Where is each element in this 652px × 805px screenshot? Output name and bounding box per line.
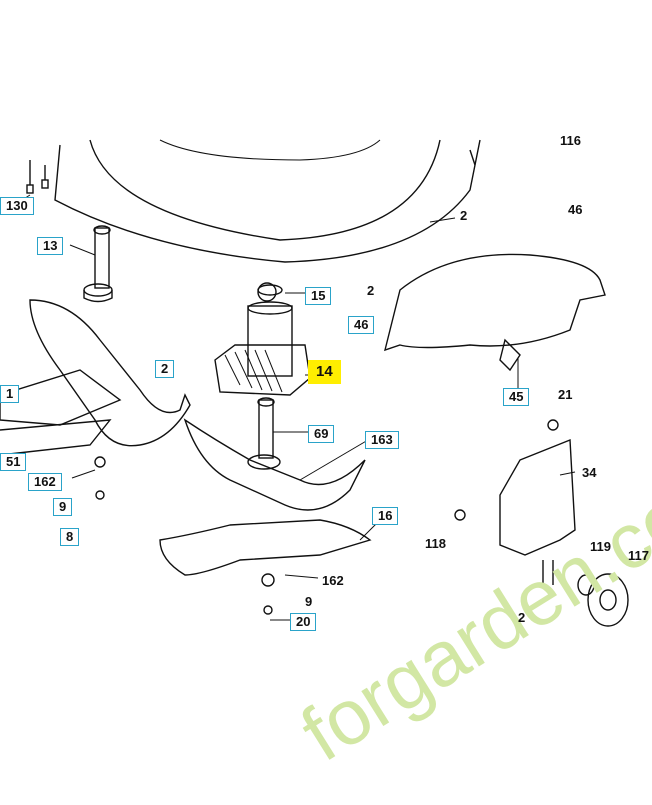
label-8: 8 (60, 528, 80, 546)
gauge-wheel (577, 573, 629, 627)
label-162-left: 162 (28, 473, 62, 491)
label-46-right: 46 (568, 202, 583, 217)
label-21: 21 (558, 387, 573, 402)
bracket (499, 438, 576, 556)
label-118: 118 (425, 536, 446, 551)
label-1: 1 (0, 385, 20, 403)
discharge-deflector (384, 253, 606, 352)
spindle-shaft-left (83, 225, 113, 303)
label-2-left: 2 (155, 360, 175, 378)
label-162-center: 162 (322, 573, 344, 588)
label-20: 20 (290, 613, 317, 631)
bolts-130 (26, 160, 49, 194)
label-9-center: 9 (305, 594, 313, 609)
label-46: 46 (348, 316, 375, 334)
blade-center (183, 418, 366, 511)
label-34: 34 (582, 465, 597, 480)
label-163: 163 (365, 431, 399, 449)
label-116: 116 (560, 133, 581, 148)
label-9-left: 9 (53, 498, 73, 516)
label-69: 69 (308, 425, 335, 443)
washer-15 (257, 282, 277, 302)
label-2-middle: 2 (367, 283, 375, 298)
spindle-shaft-center (247, 397, 281, 470)
label-15: 15 (305, 287, 332, 305)
label-130: 130 (0, 197, 34, 215)
label-2-bottom: 2 (518, 610, 526, 625)
spindle-housing (214, 284, 311, 396)
blade-left (29, 299, 191, 447)
label-51: 51 (0, 453, 27, 471)
label-14-highlighted: 14 (308, 360, 341, 384)
label-119: 119 (590, 539, 611, 554)
label-45: 45 (503, 388, 530, 406)
label-13: 13 (37, 237, 64, 255)
watermark-text: forgarden.com (286, 437, 652, 778)
label-117: 117 (628, 548, 649, 563)
label-16: 16 (372, 507, 399, 525)
mower-deck-housing (54, 139, 481, 263)
label-2-top: 2 (460, 208, 468, 223)
